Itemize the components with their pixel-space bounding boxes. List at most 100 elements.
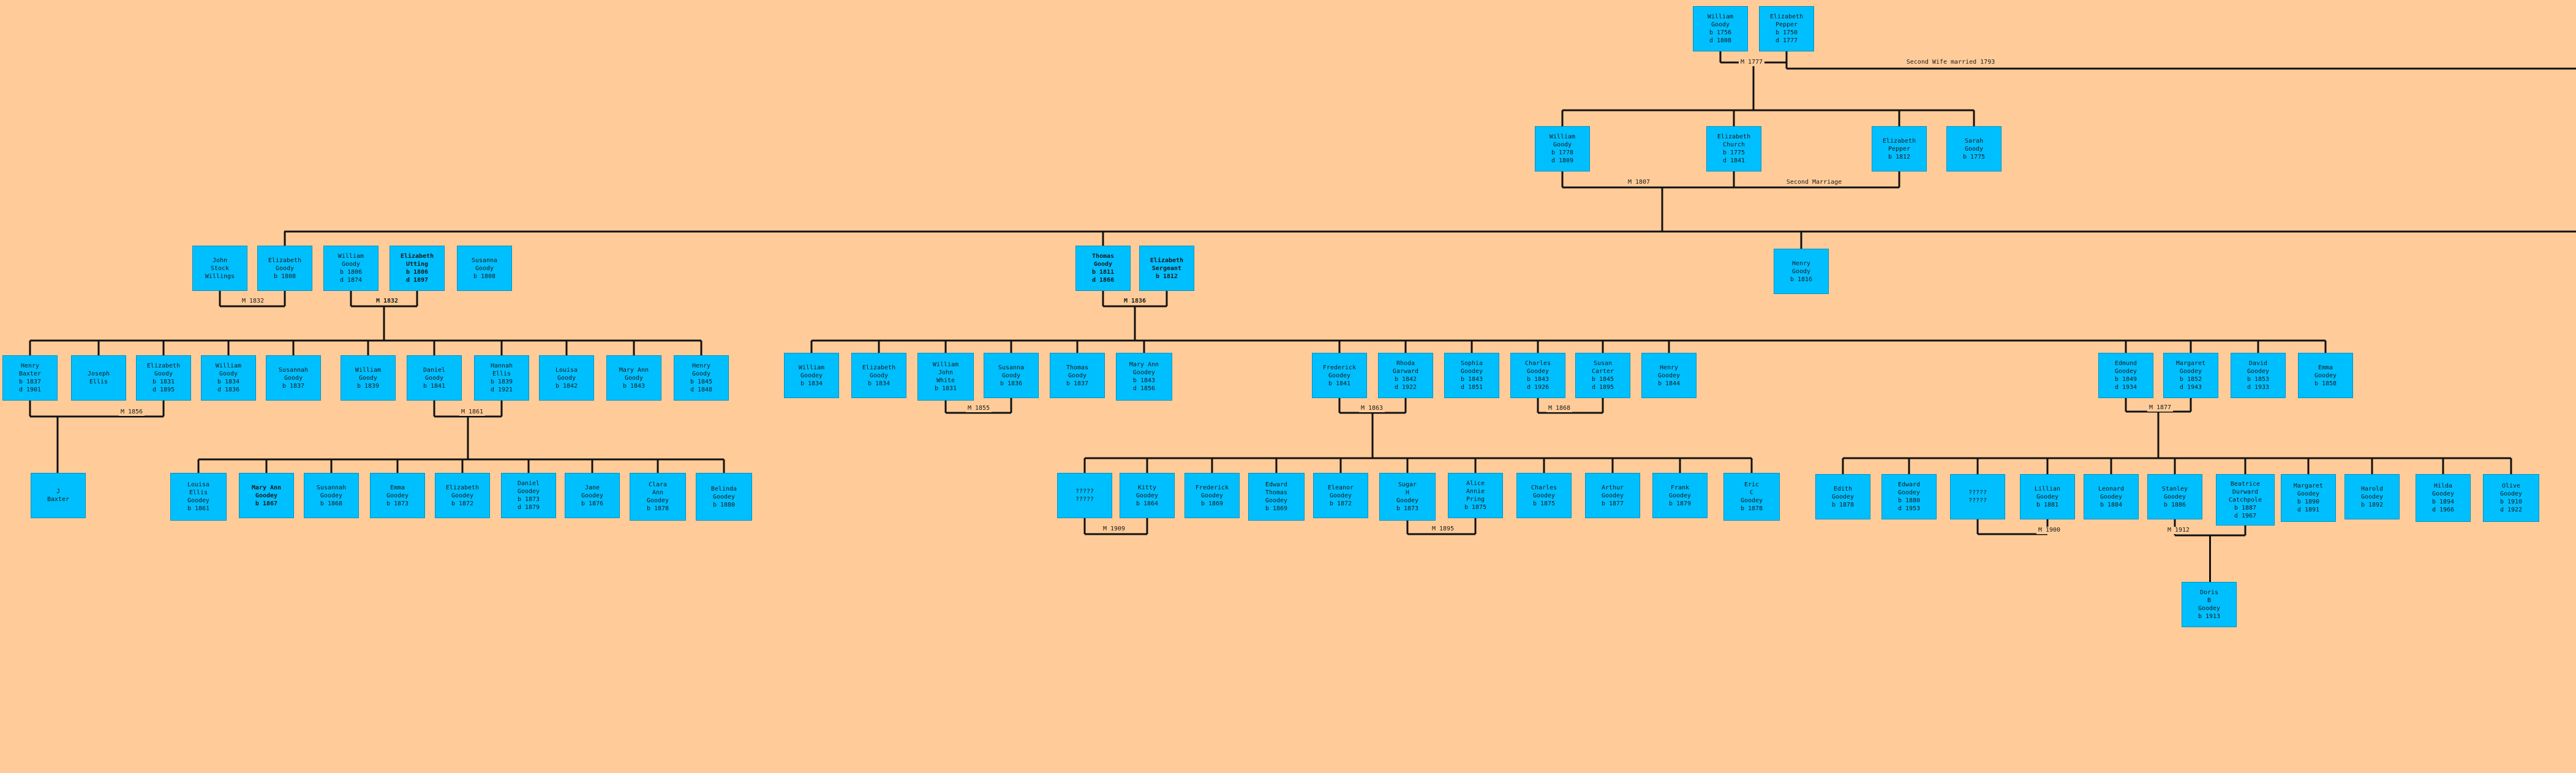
person-label: Henry Goodey b 1844 <box>1657 364 1681 387</box>
person-william-john-white[interactable]: William John White b 1831 <box>917 353 974 401</box>
person-kitty-1864[interactable]: Kitty Goodey b 1864 <box>1120 473 1175 518</box>
person-label: Frank Goodey b 1879 <box>1668 484 1692 507</box>
person-elizabeth-1808[interactable]: Elizabeth Goody b 1808 <box>257 246 312 291</box>
person-william-1806[interactable]: William Goody b 1806 d 1874 <box>323 246 378 291</box>
person-label: Sarah Goody b 1775 <box>1962 137 1986 160</box>
person-edmund-1849[interactable]: Edmund Goodey b 1849 d 1934 <box>2098 353 2153 398</box>
person-clara-1878[interactable]: Clara Ann Goodey b 1878 <box>630 473 686 521</box>
person-unknown-2[interactable]: ????? ????? <box>1950 474 2005 519</box>
person-label: Thomas Goody b 1837 <box>1066 364 1089 387</box>
person-louisa-1842[interactable]: Louisa Goody b 1842 <box>539 355 594 401</box>
person-david-1853[interactable]: David Goodey b 1853 d 1933 <box>2231 353 2286 398</box>
person-label: Elizabeth Goody b 1834 <box>862 364 896 387</box>
person-sophia-1843[interactable]: Sophia Goodey b 1843 d 1851 <box>1444 353 1499 398</box>
person-henry-1816[interactable]: Henry Goody b 1816 <box>1774 249 1829 294</box>
person-emma-1873[interactable]: Emma Goodey b 1873 <box>370 473 425 518</box>
person-olive-1910[interactable]: Olive Goodey b 1910 d 1922 <box>2483 474 2539 522</box>
person-label: William Goodey b 1834 <box>798 364 825 387</box>
person-label: Charles Goodey b 1843 d 1926 <box>1524 360 1551 391</box>
person-susan-carter[interactable]: Susan Carter b 1845 d 1895 <box>1575 353 1630 398</box>
person-susanna-1836[interactable]: Susanna Goody b 1836 <box>984 353 1039 398</box>
person-leonard-1884[interactable]: Leonard Goodey b 1884 <box>2084 474 2139 519</box>
person-henry-1844[interactable]: Henry Goodey b 1844 <box>1641 353 1697 398</box>
person-susannah-1868[interactable]: Susannah Goodey b 1868 <box>304 473 359 518</box>
person-eric-1878[interactable]: Eric C Goodey b 1878 <box>1723 473 1780 521</box>
person-elizabeth-sergeant[interactable]: Elizabeth Sergeant b 1812 <box>1139 246 1194 291</box>
person-margaret-1891[interactable]: Margaret Goodey b 1890 d 1891 <box>2281 474 2336 522</box>
person-elizabeth-pepper-1750[interactable]: Elizabeth Pepper b 1750 d 1777 <box>1759 6 1814 51</box>
person-sarah-1775[interactable]: Sarah Goody b 1775 <box>1946 126 2002 172</box>
person-label: Emma Goodey b 1858 <box>2314 364 2337 387</box>
person-label: Emma Goodey b 1873 <box>386 484 409 507</box>
person-william-1778[interactable]: William Goody b 1778 d 1809 <box>1535 126 1590 172</box>
person-henry-baxter[interactable]: Henry Baxter b 1837 d 1901 <box>2 355 58 401</box>
person-thomas-1811[interactable]: Thomas Goody b 1811 d 1866 <box>1075 246 1131 291</box>
person-john-stock-willings[interactable]: John Stock Willings <box>192 246 247 291</box>
person-hannah-ellis[interactable]: Hannah Ellis b 1839 d 1921 <box>474 355 529 401</box>
person-henry-1845[interactable]: Henry Goody b 1845 d 1848 <box>674 355 729 401</box>
person-elizabeth-utting[interactable]: Elizabeth Utting b 1806 d 1897 <box>390 246 445 291</box>
person-eleanor-1872[interactable]: Eleanor Goodey b 1872 <box>1313 473 1368 518</box>
person-william-1834b[interactable]: William Goodey b 1834 <box>784 353 839 398</box>
person-label: Mary Ann Goody b 1843 <box>619 366 649 390</box>
person-susanna-1808[interactable]: Susanna Goody b 1808 <box>457 246 512 291</box>
person-charles-1843[interactable]: Charles Goodey b 1843 d 1926 <box>1510 353 1565 398</box>
person-doris-b[interactable]: Doris B Goodey b 1913 <box>2182 582 2237 627</box>
person-label: Olive Goodey b 1910 d 1922 <box>2499 483 2523 513</box>
person-label: Edward Thomas Goodey b 1869 <box>1265 481 1288 512</box>
person-hilda-1894[interactable]: Hilda Goodey b 1894 d 1966 <box>2416 474 2471 522</box>
person-william-1756[interactable]: William Goody b 1756 d 1808 <box>1693 6 1748 51</box>
marriage-label: M 1832 <box>239 298 266 305</box>
person-charles-1875[interactable]: Charles Goodey b 1875 <box>1516 473 1572 518</box>
person-maryann-1867[interactable]: Mary Ann Goodey b 1867 <box>239 473 294 518</box>
person-stanley-1886[interactable]: Stanley Goodey b 1886 <box>2147 474 2202 519</box>
person-louisa-ellis[interactable]: Louisa Ellis Goodey b 1861 <box>170 473 227 521</box>
person-william-1839[interactable]: William Goody b 1839 <box>341 355 396 401</box>
person-daniel-1873[interactable]: Daniel Goodey b 1873 d 1879 <box>501 473 556 518</box>
marriage-label: M 1868 <box>1546 405 1573 412</box>
person-elizabeth-1872[interactable]: Elizabeth Goodey b 1872 <box>435 473 490 518</box>
person-label: Hannah Ellis b 1839 d 1921 <box>490 363 513 393</box>
person-alice-annie[interactable]: Alice Annie Pring b 1875 <box>1448 473 1503 518</box>
person-harold-1892[interactable]: Harold Goodey b 1892 <box>2344 474 2400 519</box>
person-rhoda-garward[interactable]: Rhoda Garward b 1842 d 1922 <box>1378 353 1433 398</box>
person-elizabeth-church[interactable]: Elizabeth Church b 1775 d 1841 <box>1706 126 1761 172</box>
person-frederick-1841[interactable]: Frederick Goodey b 1841 <box>1312 353 1367 398</box>
person-daniel-1841[interactable]: Daniel Goody b 1841 <box>407 355 462 401</box>
person-emma-1858[interactable]: Emma Goodey b 1858 <box>2298 353 2353 398</box>
person-edith-1878[interactable]: Edith Goodey b 1878 <box>1815 474 1870 519</box>
person-unknown-1[interactable]: ????? ????? <box>1057 473 1112 518</box>
person-edward-1880[interactable]: Edward Goodey b 1880 d 1953 <box>1881 474 1937 519</box>
person-thomas-1837[interactable]: Thomas Goody b 1837 <box>1050 353 1105 398</box>
person-label: David Goodey b 1853 d 1933 <box>2246 360 2270 391</box>
person-elizabeth-1831[interactable]: Elizabeth Goody b 1831 d 1895 <box>136 355 191 401</box>
person-label: Sophia Goodey b 1843 d 1851 <box>1460 360 1483 391</box>
person-jane-1876[interactable]: Jane Goodey b 1876 <box>565 473 620 518</box>
person-margaret-1852[interactable]: Margaret Goodey b 1852 d 1943 <box>2163 353 2218 398</box>
person-susannah-1837[interactable]: Susannah Goody b 1837 <box>266 355 321 401</box>
person-label: Elizabeth Pepper b 1812 <box>1882 137 1916 160</box>
person-joseph-ellis[interactable]: Joseph Ellis <box>71 355 126 401</box>
person-maryann-1843[interactable]: Mary Ann Goody b 1843 <box>606 355 661 401</box>
person-elizabeth-pepper-1812[interactable]: Elizabeth Pepper b 1812 <box>1872 126 1927 172</box>
person-arthur-1877[interactable]: Arthur Goodey b 1877 <box>1585 473 1640 518</box>
person-belinda-1880[interactable]: Belinda Goodey b 1880 <box>696 473 752 521</box>
marriage-label: M 1877 <box>2147 404 2174 412</box>
person-label: Mary Ann Goodey b 1867 <box>251 484 282 507</box>
person-j-baxter[interactable]: J Baxter <box>31 473 86 518</box>
marriage-label: M 1912 <box>2165 527 2192 534</box>
person-label: Frederick Goodey b 1869 <box>1195 484 1229 507</box>
person-sugar-h[interactable]: Sugar H Goodey b 1873 <box>1379 473 1436 521</box>
person-label: Kitty Goodey b 1864 <box>1135 484 1159 507</box>
person-beatrice[interactable]: Beatrice Durward Catchpole b 1887 d 1967 <box>2216 474 2275 526</box>
person-frederick-1869[interactable]: Frederick Goodey b 1869 <box>1184 473 1240 518</box>
person-label: William Goody b 1839 <box>355 366 382 390</box>
person-lillian-1881[interactable]: Lillian Goodey b 1881 <box>2020 474 2075 519</box>
person-edward-thomas[interactable]: Edward Thomas Goodey b 1869 <box>1248 473 1305 521</box>
person-frank-1879[interactable]: Frank Goodey b 1879 <box>1652 473 1708 518</box>
person-elizabeth-1834[interactable]: Elizabeth Goody b 1834 <box>851 353 906 398</box>
person-maryann-1843b[interactable]: Mary Ann Goodey b 1843 d 1856 <box>1116 353 1172 401</box>
person-william-1834[interactable]: William Goody b 1834 d 1836 <box>201 355 256 401</box>
